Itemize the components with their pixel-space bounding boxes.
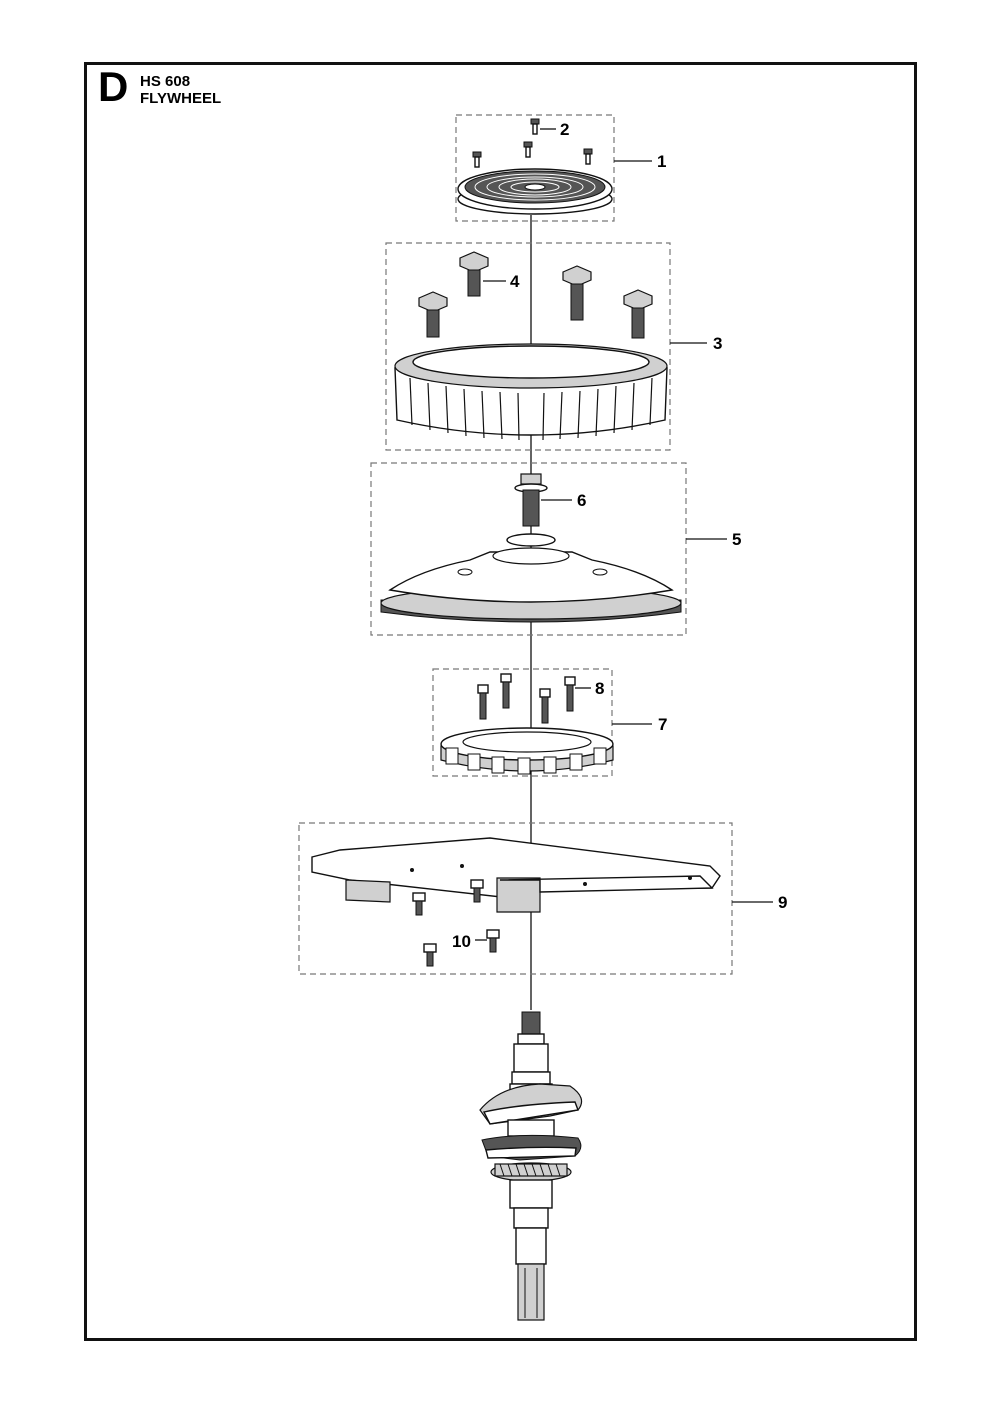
section-title: FLYWHEEL: [140, 90, 222, 107]
drawing-frame: [84, 62, 917, 1341]
fan-screen-cover: [457, 168, 613, 215]
cooling-fan: [394, 343, 668, 441]
flywheel: [380, 547, 682, 623]
magnet-screw-set: [477, 673, 576, 724]
cover-plate: [311, 837, 721, 913]
cover-plate-screw-set: [412, 879, 500, 967]
callout-8: 8: [595, 679, 604, 698]
group-box-9: [298, 822, 733, 975]
group-box-5: [370, 462, 687, 636]
group-box-7: [432, 668, 613, 777]
callout-10: 10: [452, 932, 471, 951]
magnet-ring: [440, 727, 614, 775]
section-letter: D: [98, 63, 129, 110]
group-box-3: [385, 242, 671, 451]
screen-screw-set: [472, 118, 593, 168]
group-box-1: [455, 114, 615, 222]
model-label: HS 608: [140, 73, 191, 90]
flywheel-washer: [506, 533, 556, 547]
callout-4: 4: [510, 272, 520, 291]
flywheel-nut: [514, 473, 548, 527]
callout-9: 9: [778, 893, 787, 912]
callout-3: 3: [713, 334, 722, 353]
fan-bolt-set: [418, 251, 653, 339]
callout-5: 5: [732, 530, 741, 549]
crankshaft: [479, 1011, 583, 1321]
callout-6: 6: [577, 491, 586, 510]
callout-1: 1: [657, 152, 666, 171]
callout-7: 7: [658, 715, 667, 734]
callout-2: 2: [560, 120, 569, 139]
